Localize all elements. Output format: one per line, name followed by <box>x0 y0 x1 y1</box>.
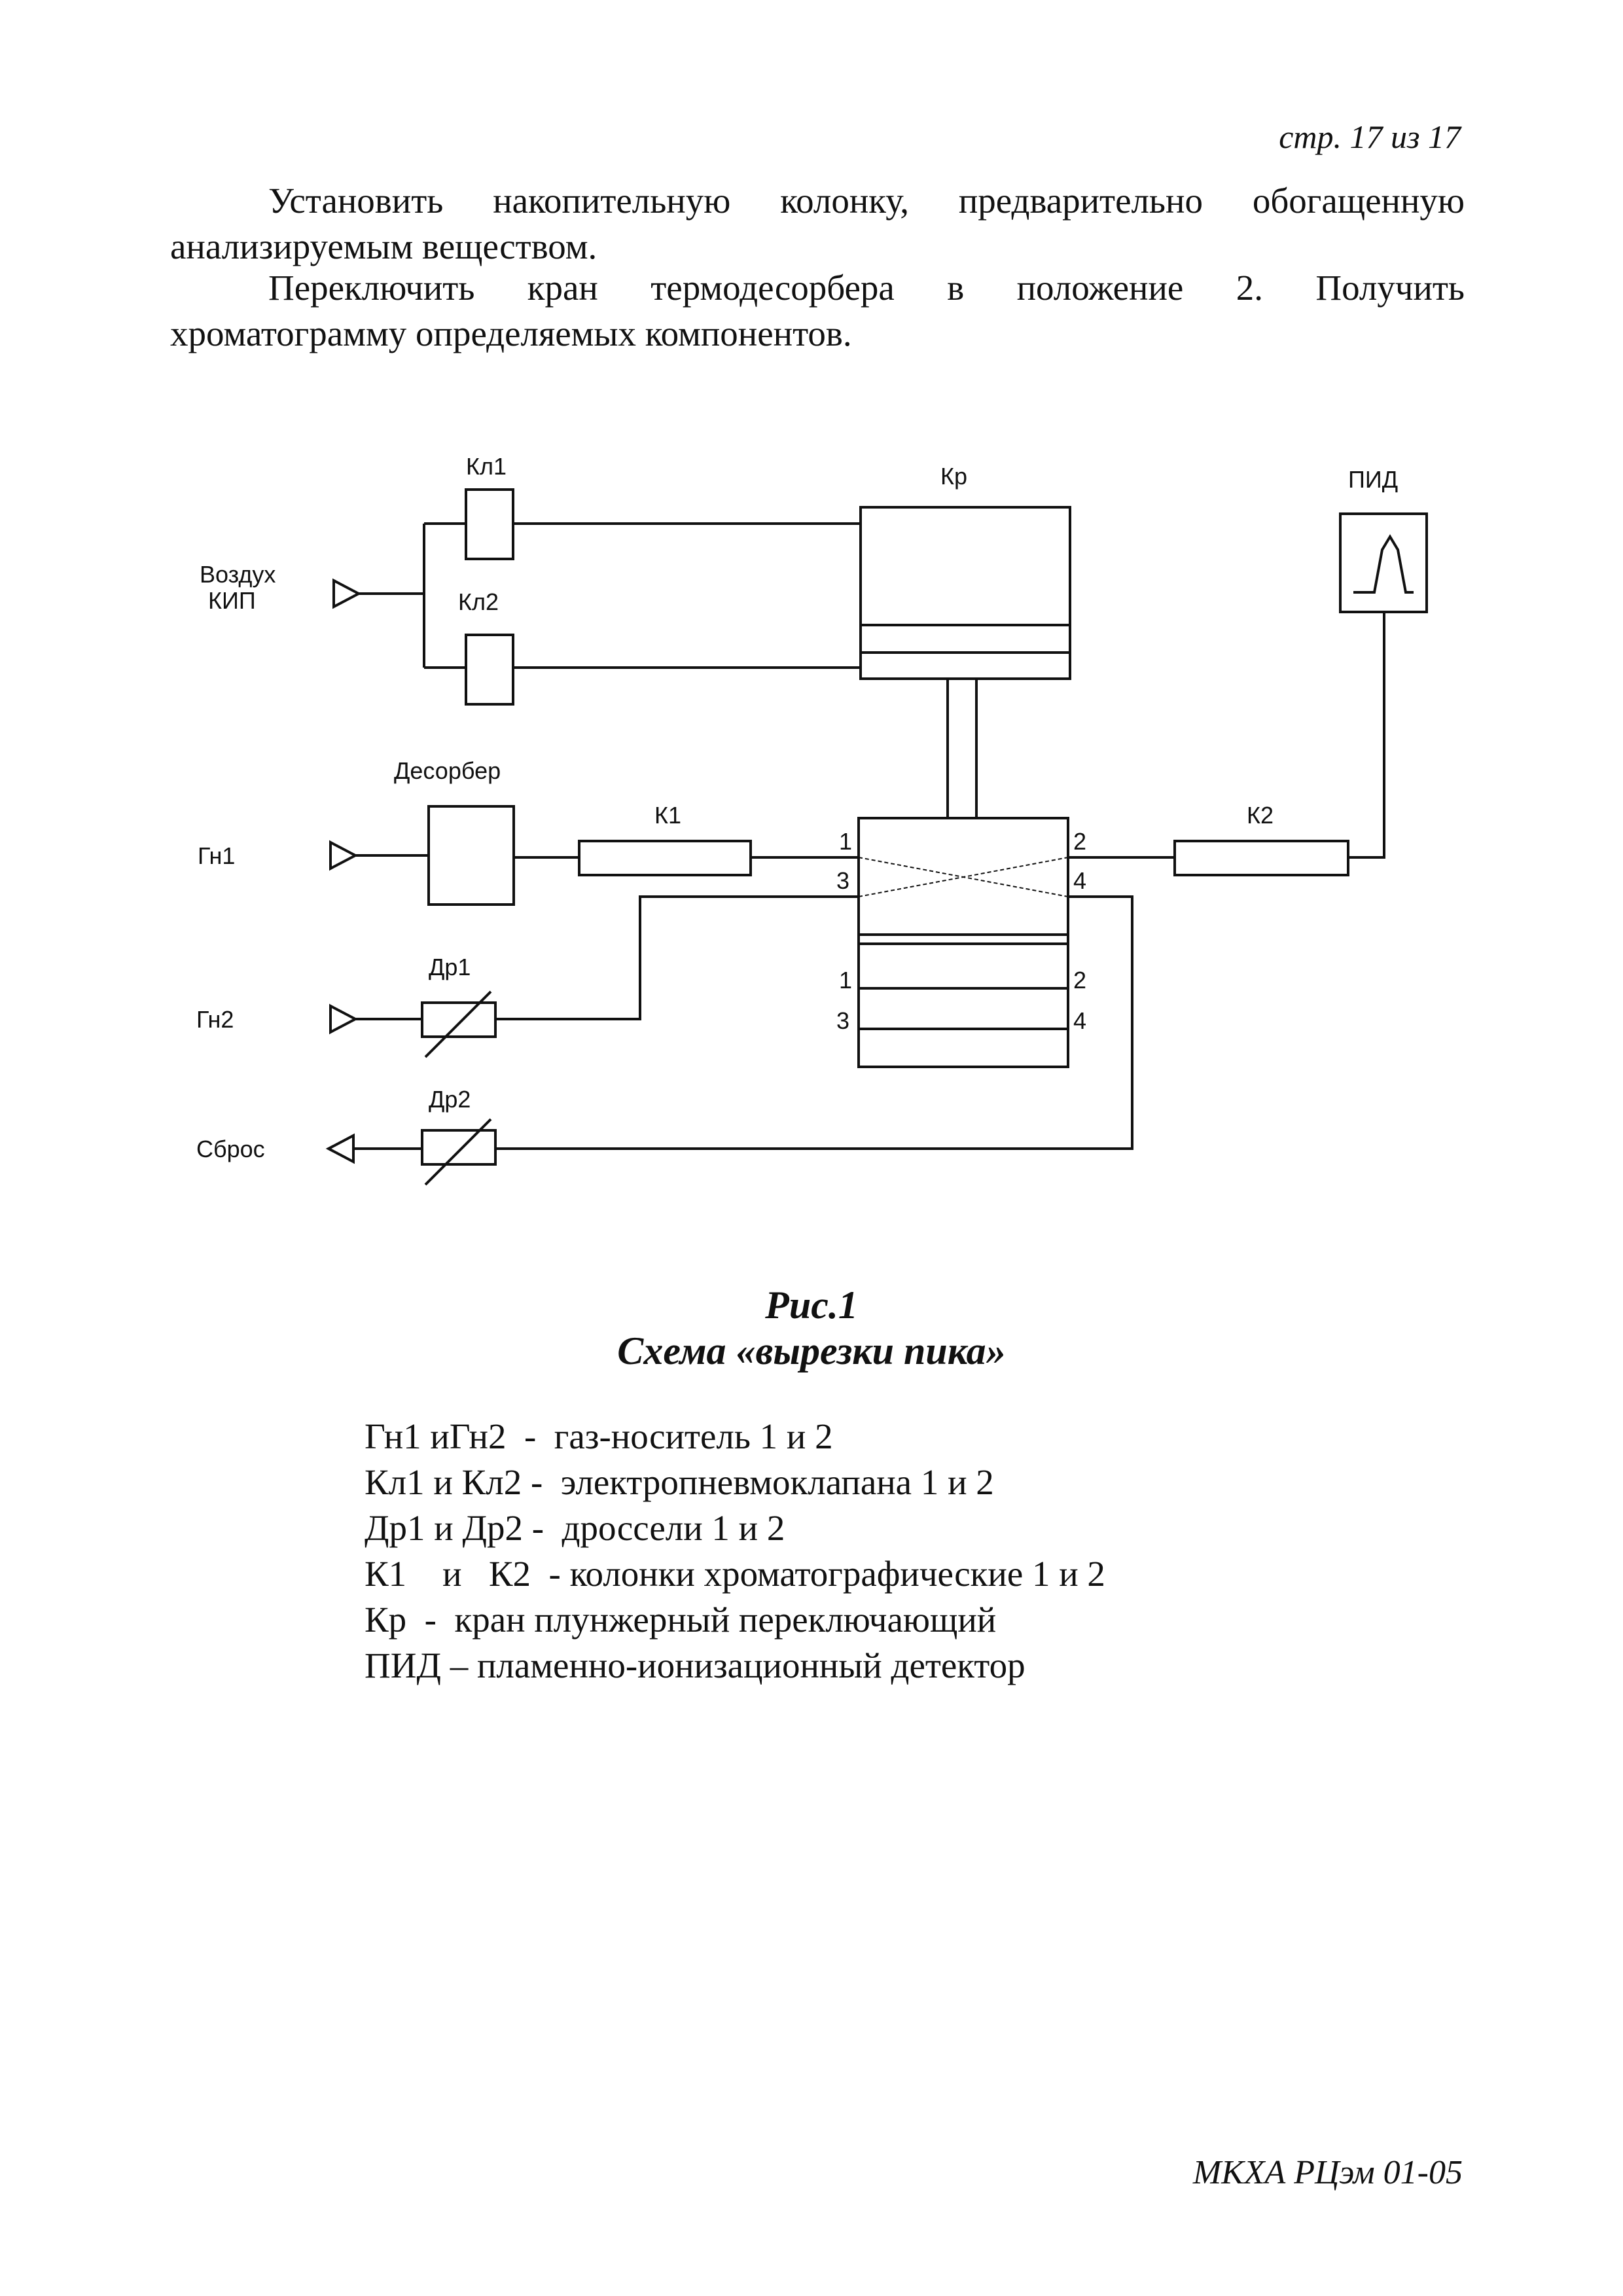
dr2-arrow <box>424 1118 492 1186</box>
legend-list: Гн1 иГн2 - газ-носитель 1 и 2 Кл1 и Кл2 … <box>365 1414 1105 1689</box>
label-kip: КИП <box>208 587 256 614</box>
gn2-inlet-triangle <box>329 1003 359 1035</box>
desorber-block <box>427 805 515 906</box>
label-air: Воздух <box>200 561 276 588</box>
paragraph-line: хроматограмму определяемых компонентов. <box>170 314 852 353</box>
label-sbros: Сброс <box>196 1136 265 1162</box>
paragraph-switch-valve: Переключить кран термодесорбера в положе… <box>170 265 1465 357</box>
paragraph-install-column: Установить накопительную колонку, предва… <box>170 178 1465 270</box>
kr-actuator <box>859 506 1071 680</box>
port-label: 4 <box>1073 1007 1086 1034</box>
paragraph-line: Переключить кран термодесорбера в положе… <box>268 268 1465 308</box>
label-dr2: Др2 <box>429 1086 471 1113</box>
port-label: 3 <box>836 867 849 894</box>
label-pid: ПИД <box>1348 466 1398 493</box>
port-label: 2 <box>1073 828 1086 855</box>
paragraph-line: анализируемым веществом. <box>170 226 597 266</box>
dr1-arrow <box>424 990 492 1058</box>
label-gn2: Гн2 <box>196 1006 234 1033</box>
port-label: 2 <box>1073 967 1086 994</box>
figure-subtitle: Схема «вырезки пика» <box>617 1329 1006 1372</box>
sbros-outlet-triangle <box>325 1133 355 1164</box>
legend-item: Кр - кран плунжерный переключающий <box>365 1600 997 1640</box>
column-k1 <box>578 840 752 876</box>
paragraph-line: Установить накопительную колонку, предва… <box>268 181 1465 221</box>
peak-cut-scheme-diagram: Кл1 Кл2 Кр ПИД Воздух КИП Десорбер Гн1 К… <box>196 453 1428 1186</box>
port-label: 1 <box>839 828 852 855</box>
label-desorber: Десорбер <box>394 757 501 784</box>
page-number: стр. 17 из 17 <box>1279 118 1461 155</box>
dr2-to-port4-line <box>495 895 1133 1150</box>
port-label: 4 <box>1073 867 1086 894</box>
peak-signal <box>1353 534 1414 594</box>
valve-cross-channel <box>858 857 1069 897</box>
port-label: 3 <box>836 1007 849 1034</box>
label-kr: Кр <box>940 463 967 490</box>
throttle-dr1 <box>421 1001 497 1038</box>
label-kl2: Кл2 <box>458 588 499 615</box>
pid-inlet-line <box>1348 612 1385 859</box>
gn1-inlet-triangle <box>329 840 359 871</box>
port-label: 1 <box>839 967 852 994</box>
column-k2 <box>1173 840 1349 876</box>
label-k1: К1 <box>654 802 681 829</box>
legend-item: Гн1 иГн2 - газ-носитель 1 и 2 <box>365 1416 833 1456</box>
air-inlet-triangle <box>332 578 362 609</box>
pid-detector <box>1339 512 1428 613</box>
throttle-dr2 <box>421 1129 497 1166</box>
legend-item: ПИД – пламенно-ионизационный детектор <box>365 1645 1026 1685</box>
label-k2: К2 <box>1247 802 1274 829</box>
document-code: МКХА РЦэм 01-05 <box>1192 2154 1463 2191</box>
label-dr1: Др1 <box>429 954 471 980</box>
dr1-to-port3-line <box>495 895 859 1020</box>
legend-item: Кл1 и Кл2 - электропневмоклапана 1 и 2 <box>365 1462 994 1502</box>
figure-title: Рис.1 <box>765 1283 858 1327</box>
label-kl1: Кл1 <box>466 453 507 480</box>
legend-item: К1 и К2 - колонки хроматографические 1 и… <box>365 1554 1105 1594</box>
valve-kl2 <box>465 634 514 706</box>
valve-kl1 <box>465 488 514 560</box>
legend-item: Др1 и Др2 - дроссели 1 и 2 <box>365 1508 785 1548</box>
label-gn1: Гн1 <box>198 842 235 869</box>
